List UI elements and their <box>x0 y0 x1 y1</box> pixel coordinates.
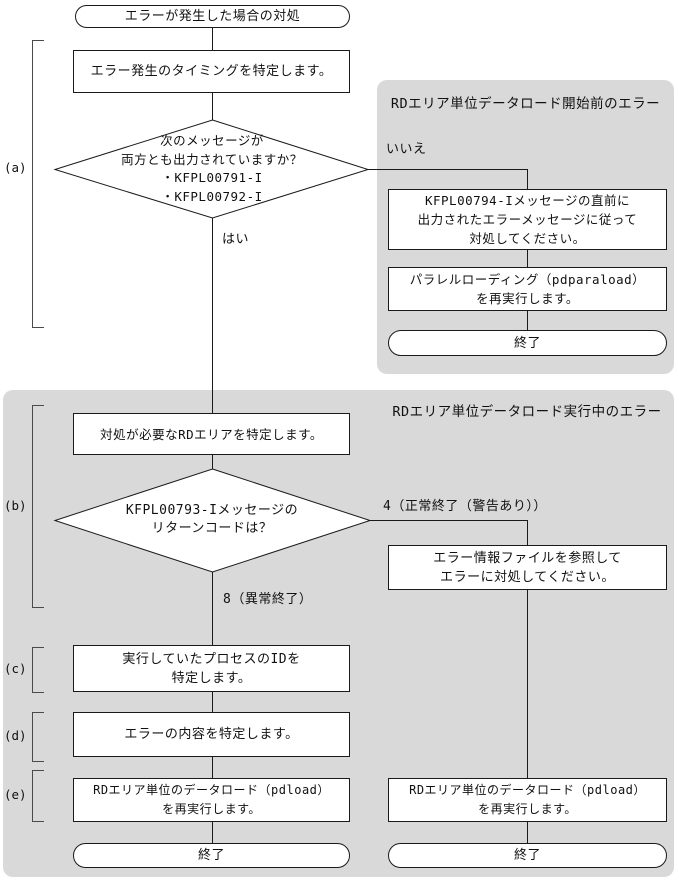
decision-return-code-label: KFPL00793-Iメッセージの リターンコードは？ <box>125 502 299 537</box>
step-label-e: (e) <box>4 787 27 802</box>
step-follow-error-message: KFPL00794-Iメッセージの直前に 出力されたエラーメッセージに従って 対… <box>388 189 667 250</box>
step-identify-rdarea: 対処が必要なRDエリアを特定します。 <box>73 413 350 455</box>
step-rerun-pdload-left: RDエリア単位のデータロード（pdload） を再実行します。 <box>73 778 350 822</box>
step-label-b: (b) <box>4 498 27 513</box>
edge-label-no: いいえ <box>386 142 427 157</box>
decision-both-messages-label: 次のメッセージが 両方とも出力されていますか？ ・KFPL00791-I ・KF… <box>121 133 303 204</box>
step-label-d: (d) <box>4 728 27 743</box>
bracket-c <box>32 647 44 693</box>
area-before-load-title: RDエリア単位データロード開始前のエラー <box>390 96 661 112</box>
step-identify-timing: エラー発生のタイミングを特定します。 <box>73 50 350 93</box>
edge-label-yes: はい <box>222 232 250 247</box>
bracket-a <box>32 40 44 328</box>
decision-both-messages-shape <box>53 119 370 219</box>
area-during-load-title: RDエリア単位データロード実行中のエラー <box>392 404 662 420</box>
edge-label-rc4: 4（正常終了（警告あり）） <box>383 499 547 514</box>
end-terminal-left: 終了 <box>73 843 350 868</box>
bracket-b <box>32 405 44 608</box>
step-label-a: (a) <box>4 160 27 175</box>
step-rerun-pdload-right: RDエリア単位のデータロード（pdload） を再実行します。 <box>388 778 667 822</box>
step-identify-process-id: 実行していたプロセスのIDを 特定します。 <box>73 645 350 692</box>
connector-lines <box>212 28 528 843</box>
decision-return-code-shape <box>53 468 372 573</box>
step-rerun-pdparaload: パラレルローディング（pdparaload） を再実行します。 <box>388 267 667 311</box>
edge-label-rc8: 8（異常終了） <box>223 592 313 607</box>
start-terminal: エラーが発生した場合の対処 <box>75 5 350 28</box>
step-label-c: (c) <box>4 661 27 676</box>
bracket-e <box>32 770 44 822</box>
end-terminal-right: 終了 <box>388 843 667 868</box>
edge-decision1-no <box>368 169 528 189</box>
step-refer-error-file: エラー情報ファイルを参照して エラーに対処してください。 <box>388 545 667 590</box>
bracket-d <box>32 712 44 762</box>
end-terminal-before-load: 終了 <box>388 330 667 356</box>
step-identify-error-detail: エラーの内容を特定します。 <box>73 712 350 757</box>
edge-decision2-rc4 <box>370 520 528 545</box>
